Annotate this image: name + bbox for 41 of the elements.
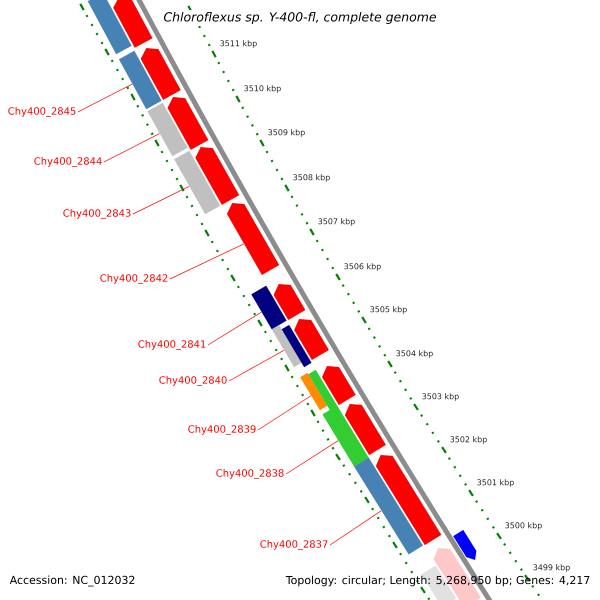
leader-line — [258, 395, 312, 430]
gene-feature — [195, 147, 240, 205]
gene-feature — [274, 284, 306, 320]
gene-bar — [118, 50, 162, 110]
gene-label: Chy400_2841 — [138, 340, 206, 350]
gene-label: Chy400_2845 — [8, 107, 76, 117]
gene-feature — [226, 203, 280, 275]
leader-line — [228, 350, 284, 382]
gene-feature — [376, 455, 442, 546]
gene-label: Chy400_2837 — [260, 540, 328, 550]
gene-bar — [272, 324, 312, 368]
leader-line — [104, 133, 160, 162]
leader-line — [286, 440, 338, 474]
gene-feature — [168, 97, 208, 150]
leader-line — [170, 244, 244, 280]
leader-line — [208, 312, 262, 346]
gene-label: Chy400_2842 — [100, 274, 168, 284]
leader-line — [330, 510, 382, 546]
gene-bar — [174, 150, 220, 214]
gene-bar — [251, 286, 287, 330]
gene-label: Chy400_2843 — [63, 209, 130, 219]
gene-label: Chy400_2840 — [159, 376, 227, 386]
gene-bar — [354, 458, 423, 554]
gene-feature — [344, 404, 386, 456]
gene-feature — [140, 48, 181, 100]
gene-label: Chy400_2844 — [34, 157, 102, 167]
gene-feature — [294, 319, 329, 360]
gene-feature — [453, 530, 476, 560]
gene-label: Chy400_2838 — [216, 469, 284, 479]
accession-text: Accession: NC_012032 — [10, 576, 134, 586]
gene-label: Chy400_2839 — [188, 425, 256, 435]
gene-bar — [147, 102, 188, 156]
summary-text: Topology: circular; Length: 5,268,950 bp; Genes: 4,217 — [286, 576, 590, 586]
gene-bar — [88, 0, 132, 54]
gene-feature — [322, 366, 356, 406]
gene-feature — [113, 0, 153, 48]
title: Chloroflexus sp. Y-400-fl, complete genome — [161, 10, 439, 26]
gene-bar — [300, 370, 338, 412]
leader-line — [132, 186, 190, 214]
leader-line — [78, 84, 133, 112]
gene-bar — [322, 406, 369, 466]
